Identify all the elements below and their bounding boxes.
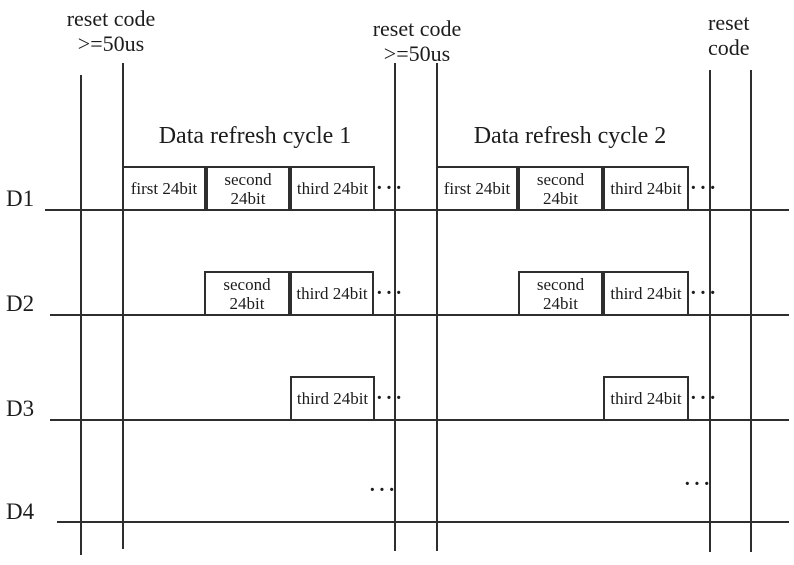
reset-code-label-right-line2: code [708,35,750,60]
reset-code-label-middle-line2: >=50us [383,41,451,66]
reset-line-6 [750,70,752,552]
box-label: third 24bit [296,284,368,303]
reset-line-4 [436,63,438,551]
reset-line-5 [709,70,711,552]
box-label: first 24bit [130,179,198,198]
continuation-dots-d3-cycle2: ··· [690,386,720,409]
signal-label-d3: D3 [6,396,35,421]
signal-line-d3 [50,419,789,421]
reset-line-2 [122,63,124,549]
reset-line-3 [394,63,396,551]
d1-cycle1-first-24bit-box: first 24bit [122,166,206,211]
box-label-line2: 24bit [230,188,266,208]
box-label-line1: second [224,169,272,189]
data-refresh-cycle-2-title: Data refresh cycle 2 [473,123,667,149]
d1-cycle2-third-24bit-box: third 24bit [603,166,689,211]
box-label: third 24bit [610,284,682,303]
signal-label-d1: D1 [6,186,35,211]
signal-line-d4 [57,521,789,523]
signal-label-d4: D4 [6,499,35,524]
reset-code-label-left-line2: >=50us [77,31,145,56]
reset-code-label-middle: reset code>=50us [358,16,476,66]
data-refresh-cycle-1-title: Data refresh cycle 1 [158,123,352,149]
box-label-line1: second [536,274,585,294]
reset-code-label-middle-line1: reset code [372,16,462,41]
continuation-dots-d1-cycle1: ··· [376,176,406,199]
d2-cycle1-third-24bit-box: third 24bit [290,271,374,316]
continuation-dots-d4-cycle1: ··· [369,478,399,501]
box-label-line2: 24bit [229,293,265,313]
box-label-line1: second [223,274,271,294]
box-label: third 24bit [610,389,682,408]
signal-line-d1 [45,209,789,211]
box-label: third 24bit [610,179,682,198]
box-label: first 24bit [443,179,511,198]
continuation-dots-d2-cycle2: ··· [690,281,720,304]
box-label-line2: 24bit [543,188,578,208]
box-label: third 24bit [296,389,369,408]
continuation-dots-d4-cycle2: ··· [684,472,714,495]
reset-code-label-left: reset code>=50us [50,6,172,56]
d1-cycle1-third-24bit-box: third 24bit [290,166,375,211]
signal-label-d2: D2 [6,291,35,316]
d3-cycle2-third-24bit-box: third 24bit [603,376,689,421]
continuation-dots-d3-cycle1: ··· [376,386,406,409]
d3-cycle1-third-24bit-box: third 24bit [290,376,375,421]
continuation-dots-d2-cycle1: ··· [376,281,406,304]
d1-cycle2-first-24bit-box: first 24bit [436,166,518,211]
box-label: third 24bit [296,179,369,198]
continuation-dots-d1-cycle2: ··· [690,176,720,199]
d2-cycle2-third-24bit-box: third 24bit [603,271,689,316]
box-label-line2: 24bit [543,293,578,313]
reset-code-label-left-line1: reset code [66,6,156,31]
reset-code-label-right-line1: reset [708,10,750,35]
box-label-line1: second [536,169,585,189]
signal-line-d2 [50,314,789,316]
